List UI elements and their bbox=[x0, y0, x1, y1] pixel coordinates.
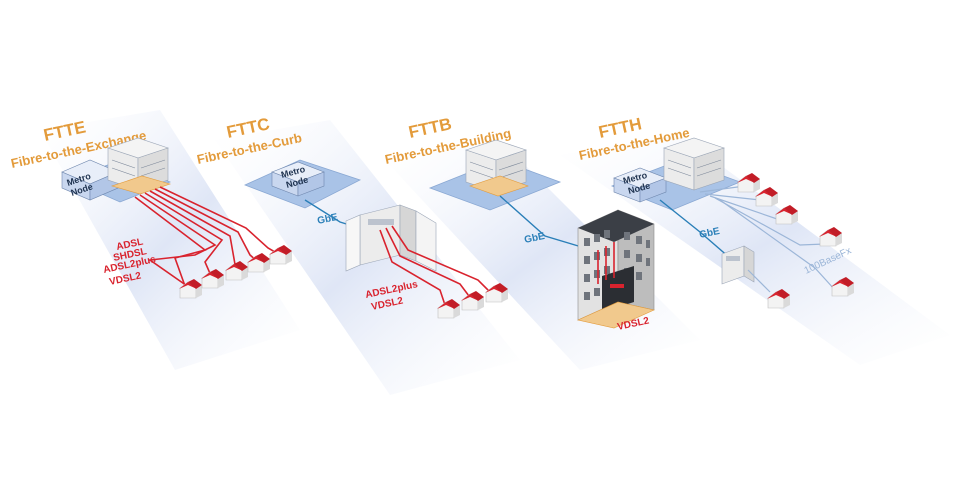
ftte-rack-base bbox=[110, 175, 172, 195]
ftth-house-3-icon bbox=[774, 204, 799, 225]
ftth-fibre-lines bbox=[699, 185, 836, 291]
ftth-house-1-icon bbox=[736, 172, 761, 193]
fttb-rack-base bbox=[469, 175, 529, 197]
fttb-gbe-link bbox=[499, 195, 586, 249]
fttb-gbe-label: GbE bbox=[523, 231, 546, 246]
ftte-house-5-icon bbox=[268, 244, 293, 265]
ftte-metro-node-icon bbox=[61, 159, 119, 201]
ftth-gbe-link bbox=[659, 199, 731, 259]
fttb-title: FTTB bbox=[407, 114, 453, 142]
ftth-cabinet-fibre bbox=[747, 269, 771, 293]
ftth-gbe-label: GbE bbox=[698, 226, 721, 241]
panel-fttb: FTTB Fibre-to-the-Building GbE bbox=[384, 114, 655, 333]
ftth-house-2-icon bbox=[754, 186, 779, 207]
panel-fttc: FTTC Fibre-to-the-Curb Metro Node GbE AD… bbox=[196, 114, 509, 319]
panel-ftth: FTTH Fibre-to-the-Home Metro Node GbE bbox=[578, 114, 855, 309]
panel-ftte: FTTE Fibre-to-the-Exchange Metro Node AD… bbox=[10, 117, 293, 299]
fttc-metro-node-icon bbox=[271, 161, 325, 197]
fttc-gbe-label: GbE bbox=[316, 212, 339, 227]
ftth-house-4-icon bbox=[818, 226, 843, 247]
fttc-copper-lines bbox=[379, 225, 493, 309]
ftth-rack-icon bbox=[663, 137, 725, 191]
fttb-building-icon bbox=[577, 209, 655, 329]
